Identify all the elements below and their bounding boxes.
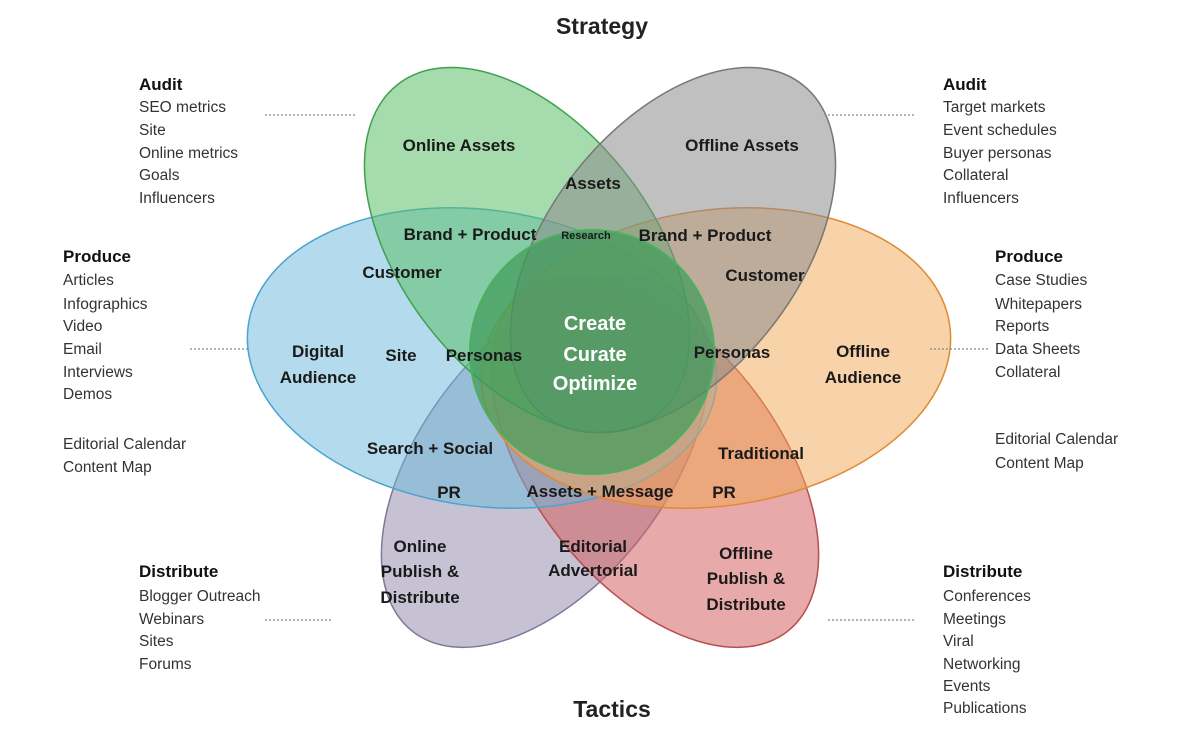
label-digital-audience: Digital — [292, 342, 344, 361]
label-pr-offline: PR — [712, 483, 736, 502]
list-item: Editorial Calendar — [995, 431, 1118, 448]
list-item: Goals — [139, 167, 180, 184]
label-brand-product-offline: Brand + Product — [639, 226, 772, 245]
label-assets: Assets — [565, 174, 621, 193]
label-offline-publish: Offline — [719, 544, 773, 563]
label-online-assets: Online Assets — [403, 136, 516, 155]
list-item: Forums — [139, 656, 192, 673]
right-audit-list: Audit Target markets Event schedules Buy… — [943, 75, 1057, 207]
right-produce-list: Produce Case Studies Whitepapers Reports… — [995, 247, 1118, 472]
list-item: Email — [63, 341, 102, 358]
list-item: Conferences — [943, 588, 1031, 605]
list-item: Editorial Calendar — [63, 436, 186, 453]
list-item: Viral — [943, 633, 974, 650]
label-online-publish: Publish & — [381, 562, 459, 581]
list-heading: Audit — [943, 75, 987, 94]
label-editorial: Editorial — [559, 537, 627, 556]
label-research: Research — [561, 230, 611, 242]
list-heading: Produce — [63, 247, 131, 266]
list-item: Influencers — [139, 190, 215, 207]
list-item: Case Studies — [995, 272, 1087, 289]
list-heading: Audit — [139, 75, 183, 94]
label-personas-online: Personas — [446, 346, 523, 365]
list-item: Collateral — [943, 167, 1008, 184]
list-item: Data Sheets — [995, 341, 1081, 358]
label-assets-message: Assets + Message — [527, 482, 674, 501]
list-item: Sites — [139, 633, 174, 650]
label-pr-online: PR — [437, 483, 461, 502]
label-customer-offline: Customer — [725, 266, 805, 285]
list-item: Buyer personas — [943, 145, 1052, 162]
label-customer-online: Customer — [362, 263, 442, 282]
list-item: Interviews — [63, 364, 133, 381]
list-item: Whitepapers — [995, 296, 1082, 313]
list-item: Blogger Outreach — [139, 588, 261, 605]
left-produce-list: Produce Articles Infographics Video Emai… — [63, 247, 186, 476]
label-offline-publish: Distribute — [706, 595, 785, 614]
label-offline-publish: Publish & — [707, 569, 785, 588]
list-item: Articles — [63, 272, 114, 289]
label-site: Site — [385, 346, 416, 365]
list-item: Events — [943, 678, 991, 695]
label-core-optimize: Optimize — [553, 373, 637, 395]
label-offline-audience: Audience — [825, 368, 902, 387]
label-digital-audience: Audience — [280, 368, 357, 387]
list-item: Collateral — [995, 364, 1060, 381]
list-item: Video — [63, 318, 102, 335]
label-core-curate: Curate — [563, 344, 626, 366]
list-item: Event schedules — [943, 122, 1057, 139]
list-item: Demos — [63, 386, 112, 403]
list-item: Content Map — [63, 459, 152, 476]
tactics-title: Tactics — [573, 696, 651, 722]
list-item: Online metrics — [139, 145, 238, 162]
label-brand-product-online: Brand + Product — [404, 225, 537, 244]
list-item: Meetings — [943, 611, 1006, 628]
core-circle — [469, 229, 715, 475]
list-item: Site — [139, 122, 166, 139]
label-offline-audience: Offline — [836, 342, 890, 361]
label-traditional: Traditional — [718, 444, 804, 463]
list-heading: Distribute — [943, 562, 1022, 581]
list-item: Webinars — [139, 611, 204, 628]
right-distribute-list: Distribute Conferences Meetings Viral Ne… — [943, 562, 1031, 717]
connector-lines — [190, 114, 990, 621]
list-item: Content Map — [995, 455, 1084, 472]
label-search-social: Search + Social — [367, 439, 493, 458]
list-item: Networking — [943, 656, 1021, 673]
list-item: Publications — [943, 700, 1027, 717]
label-online-publish: Distribute — [380, 588, 459, 607]
strategy-title: Strategy — [556, 13, 648, 39]
label-core-create: Create — [564, 313, 626, 335]
list-item: Infographics — [63, 296, 148, 313]
label-online-publish: Online — [394, 537, 447, 556]
region-labels: Online Assets Offline Assets Assets Bran… — [280, 136, 902, 614]
label-advertorial: Advertorial — [548, 561, 638, 580]
list-item: Reports — [995, 318, 1050, 335]
label-personas-offline: Personas — [694, 343, 771, 362]
left-audit-list: Audit SEO metrics Site Online metrics Go… — [139, 75, 238, 207]
list-item: Influencers — [943, 190, 1019, 207]
left-distribute-list: Distribute Blogger Outreach Webinars Sit… — [139, 562, 261, 673]
label-offline-assets: Offline Assets — [685, 136, 799, 155]
venn-ellipses — [246, 66, 952, 649]
list-heading: Produce — [995, 247, 1063, 266]
list-item: SEO metrics — [139, 99, 226, 116]
list-heading: Distribute — [139, 562, 218, 581]
list-item: Target markets — [943, 99, 1046, 116]
